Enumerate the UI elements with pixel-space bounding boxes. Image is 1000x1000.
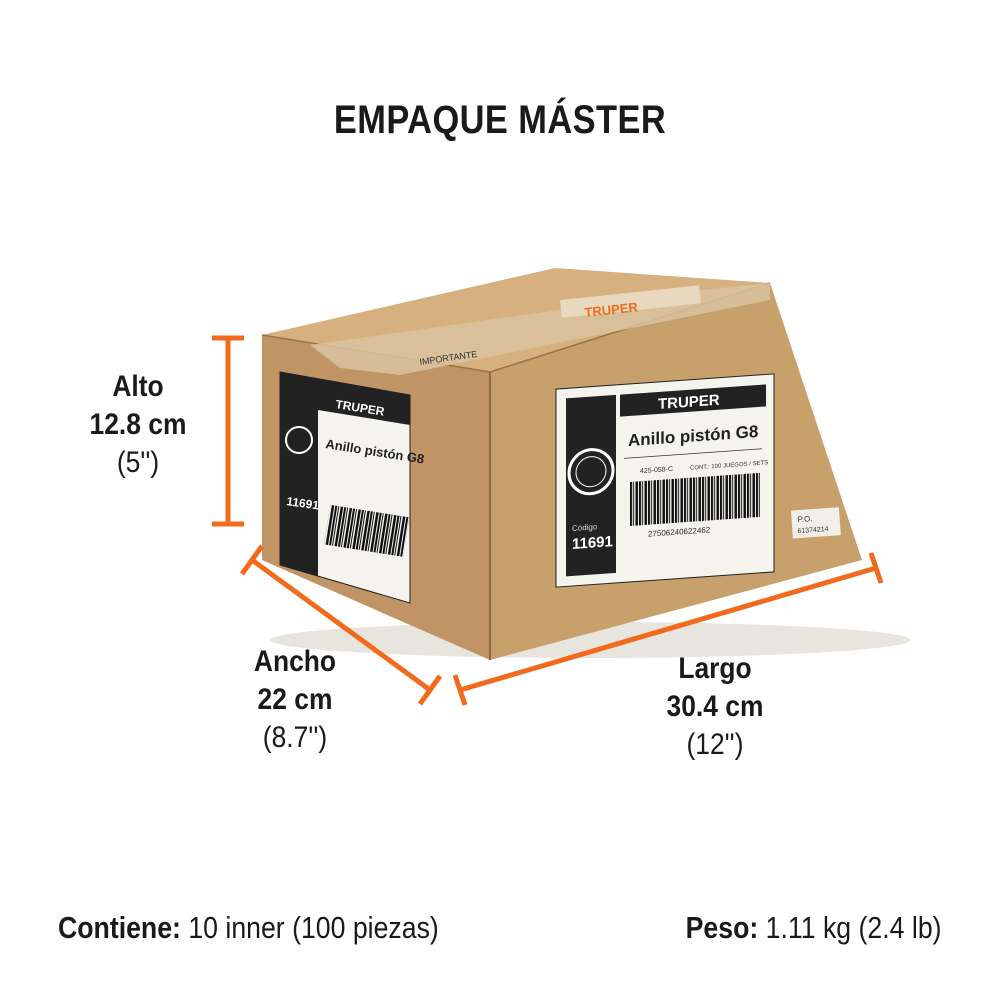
side-barcode [324,504,410,557]
width-label: Ancho [253,645,337,678]
front-barcode [630,472,760,526]
height-metric: 12.8 cm [89,408,187,441]
height-imperial: (5'') [116,446,160,479]
length-dimension: Largo 30.4 cm (12'') [636,650,794,764]
side-code-text: 11691 [286,494,321,512]
po-number-text: 61374214 [797,526,829,535]
front-model-text: 425-058-C [640,466,673,475]
front-contents-text: CONT.: 100 JUEGOS / SETS [690,460,768,471]
front-brand-text: TRUPER [658,392,720,413]
width-imperial: (8.7'') [262,721,328,754]
weight-info: Peso: 1.11 kg (2.4 lb) [686,910,942,946]
tape-label [559,285,702,318]
contents-value: 10 inner (100 piezas) [180,910,439,945]
length-metric: 30.4 cm [666,690,764,723]
height-dimension: Alto 12.8 cm (5'') [68,368,209,482]
front-code-label: Código [572,522,598,533]
tape-brand-text: TRUPER [584,299,639,320]
weight-label: Peso: [686,910,759,945]
front-piston-ring-icon [567,448,615,496]
po-label [790,507,841,539]
length-dimension-line [452,552,884,706]
piston-ring-icon [285,426,313,454]
side-label-band [280,372,318,576]
width-metric: 22 cm [257,683,333,716]
height-label: Alto [112,370,164,403]
po-label-text: P.O. [797,514,813,524]
contents-label: Contiene: [58,910,181,945]
side-brand-band [318,379,410,425]
front-code-text: 11691 [572,533,613,553]
weight-value: 1.11 kg (2.4 lb) [758,910,942,945]
front-barcode-number: 27506240622462 [648,525,711,538]
front-brand-band [620,384,766,417]
contents-info: Contiene: 10 inner (100 piezas) [58,910,439,946]
page-title: EMPAQUE MÁSTER [333,98,667,142]
length-label: Largo [678,652,752,685]
length-imperial: (12'') [686,728,744,761]
width-dimension-line [239,544,443,706]
width-dimension: Ancho 22 cm (8.7'') [229,643,361,757]
front-label-band [566,394,616,577]
height-dimension-line [212,335,244,527]
